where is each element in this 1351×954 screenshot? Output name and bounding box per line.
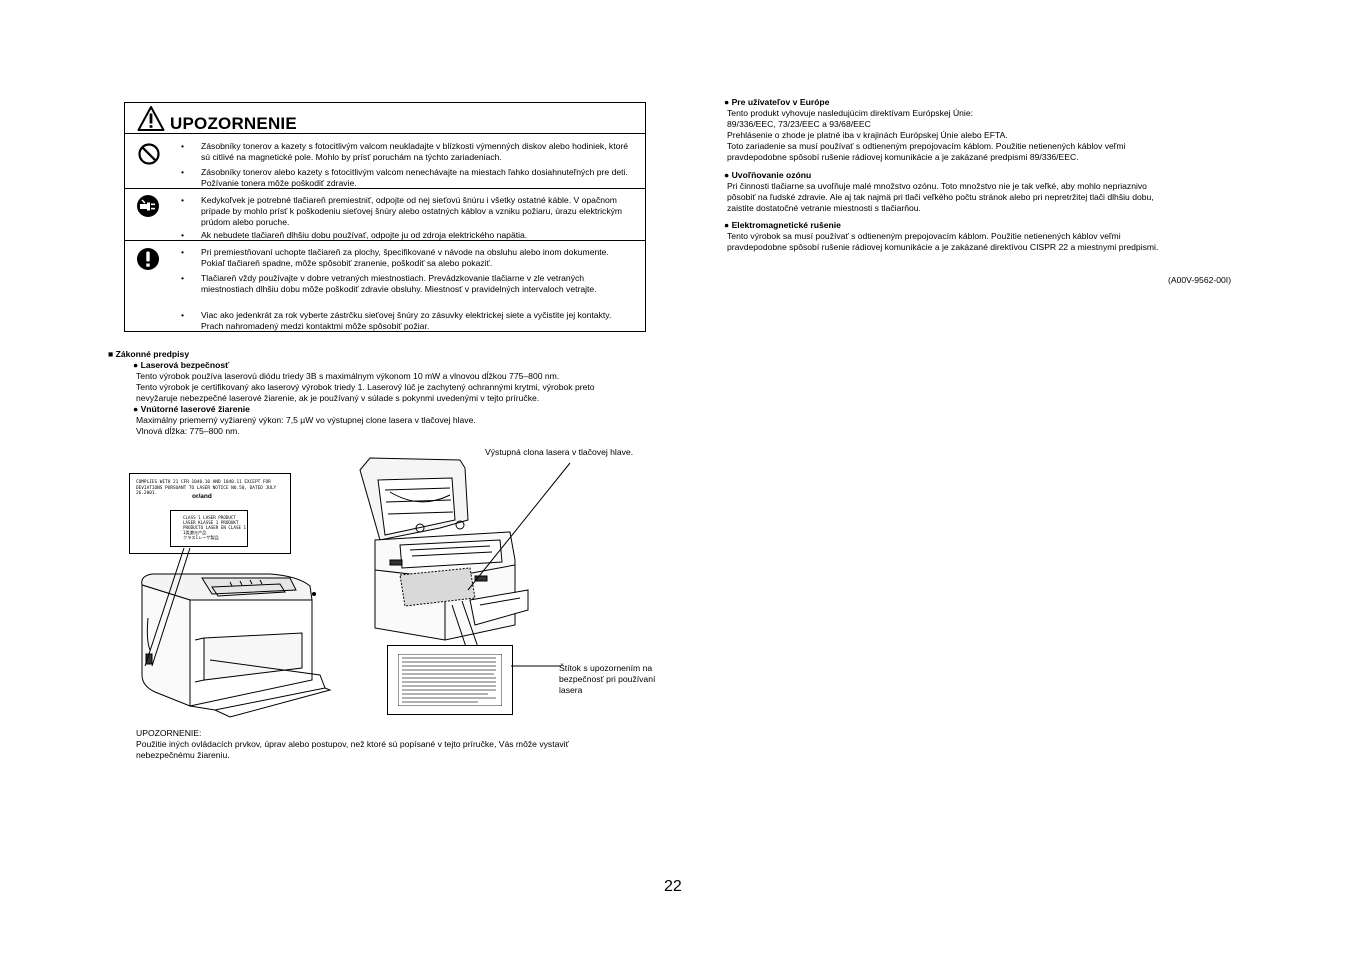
europe-line: Tento produkt vyhovuje nasledujúcim dire… [727, 108, 973, 118]
warning-triangle-icon [137, 106, 165, 131]
europe-line: Toto zariadenie sa musí používať s odtie… [727, 141, 1126, 151]
laser-safety-line: nevyžaruje nebezpečné laserové žiarenie,… [136, 393, 540, 403]
sticker-caption-line: lasera [559, 685, 583, 695]
aperture-caption: Výstupná clona lasera v tlačovej hlave. [485, 447, 634, 457]
emc-line: Tento výrobok sa musí používať s odtiene… [727, 231, 1121, 241]
label-leader-lines [144, 548, 191, 667]
document-code: (A00V-9562-00I) [1168, 275, 1232, 285]
laser-safety-line: Tento výrobok používa laserovú diódu tri… [136, 371, 560, 381]
caution-title: UPOZORNENIE [170, 114, 297, 133]
caution-box: UPOZORNENIE • Zásobníky tonerov a kazety… [124, 102, 646, 332]
sticker-leader-line [511, 665, 561, 667]
caution-row-mandatory: • Pri premiestňovaní uchopte tlačiareň z… [125, 241, 645, 332]
europe-line: pravdepodobne spôsobí rušenie rádiovej k… [727, 152, 1079, 162]
internal-laser-line: Maximálny priemerný vyžiarený výkon: 7,5… [136, 415, 476, 425]
unplug-icon [137, 195, 159, 217]
prohibition-icon [138, 143, 160, 165]
emc-heading: ● Elektromagnetické rušenie [724, 220, 841, 230]
footer-caution-line: nebezpečnému žiareniu. [136, 750, 230, 760]
ozone-line: zaistite dostatočné vetranie miestnosti … [727, 203, 921, 213]
ozone-line: Pri činnosti tlačiarne sa uvoľňuje malé … [727, 181, 1147, 191]
internal-laser-heading: ● Vnútorné laserové žiarenie [133, 404, 250, 414]
sticker-text-lines [398, 654, 502, 706]
printer-open-illustration [359, 457, 529, 641]
europe-heading: ● Pre užívateľov v Európe [724, 97, 830, 107]
aperture-leader-line [451, 462, 571, 654]
page-number: 22 [664, 878, 682, 895]
internal-laser-line: Vlnová dĺžka: 775–800 nm. [136, 426, 240, 436]
europe-line: Prehlásenie o zhode je platné iba v kraj… [727, 130, 1008, 140]
footer-caution-line: Použitie iných ovládacích prvkov, úprav … [136, 739, 569, 749]
regulations-heading: ■ Zákonné predpisy [108, 349, 190, 359]
caution-header: UPOZORNENIE [125, 103, 645, 134]
laser-safety-heading: ● Laserová bezpečnosť [133, 360, 230, 370]
printer-closed-illustration [141, 573, 332, 718]
europe-line: 89/336/EEC, 73/23/EEC a 93/68/EEC [727, 119, 871, 129]
caution-row-prohibition: • Zásobníky tonerov a kazety s fotocitli… [125, 134, 645, 189]
ozone-heading: ● Uvoľňovanie ozónu [724, 170, 812, 180]
class1-label: CLASS 1 LASER PRODUCT LASER KLASSE 1 PRO… [170, 510, 248, 547]
sticker-caption-line: bezpečnosť pri používaní [559, 674, 656, 684]
laser-safety-line: Tento výrobok je certifikovaný ako laser… [136, 382, 595, 392]
exclamation-icon [137, 248, 159, 270]
laser-warning-sticker [387, 645, 513, 715]
footer-caution-title: UPOZORNENIE: [136, 728, 202, 738]
compliance-label: COMPLIES WITH 21 CFR 1040.10 AND 1040.11… [129, 473, 291, 554]
caution-row-unplug: • Kedykoľvek je potrebné tlačiareň premi… [125, 189, 645, 241]
emc-line: pravdepodobne spôsobí rušenie rádiovej k… [727, 242, 1159, 252]
ozone-line: pôsobiť na ľudské zdravie. Ale aj tak na… [727, 192, 1154, 202]
sticker-caption-line: Štítok s upozornením na [559, 663, 653, 673]
